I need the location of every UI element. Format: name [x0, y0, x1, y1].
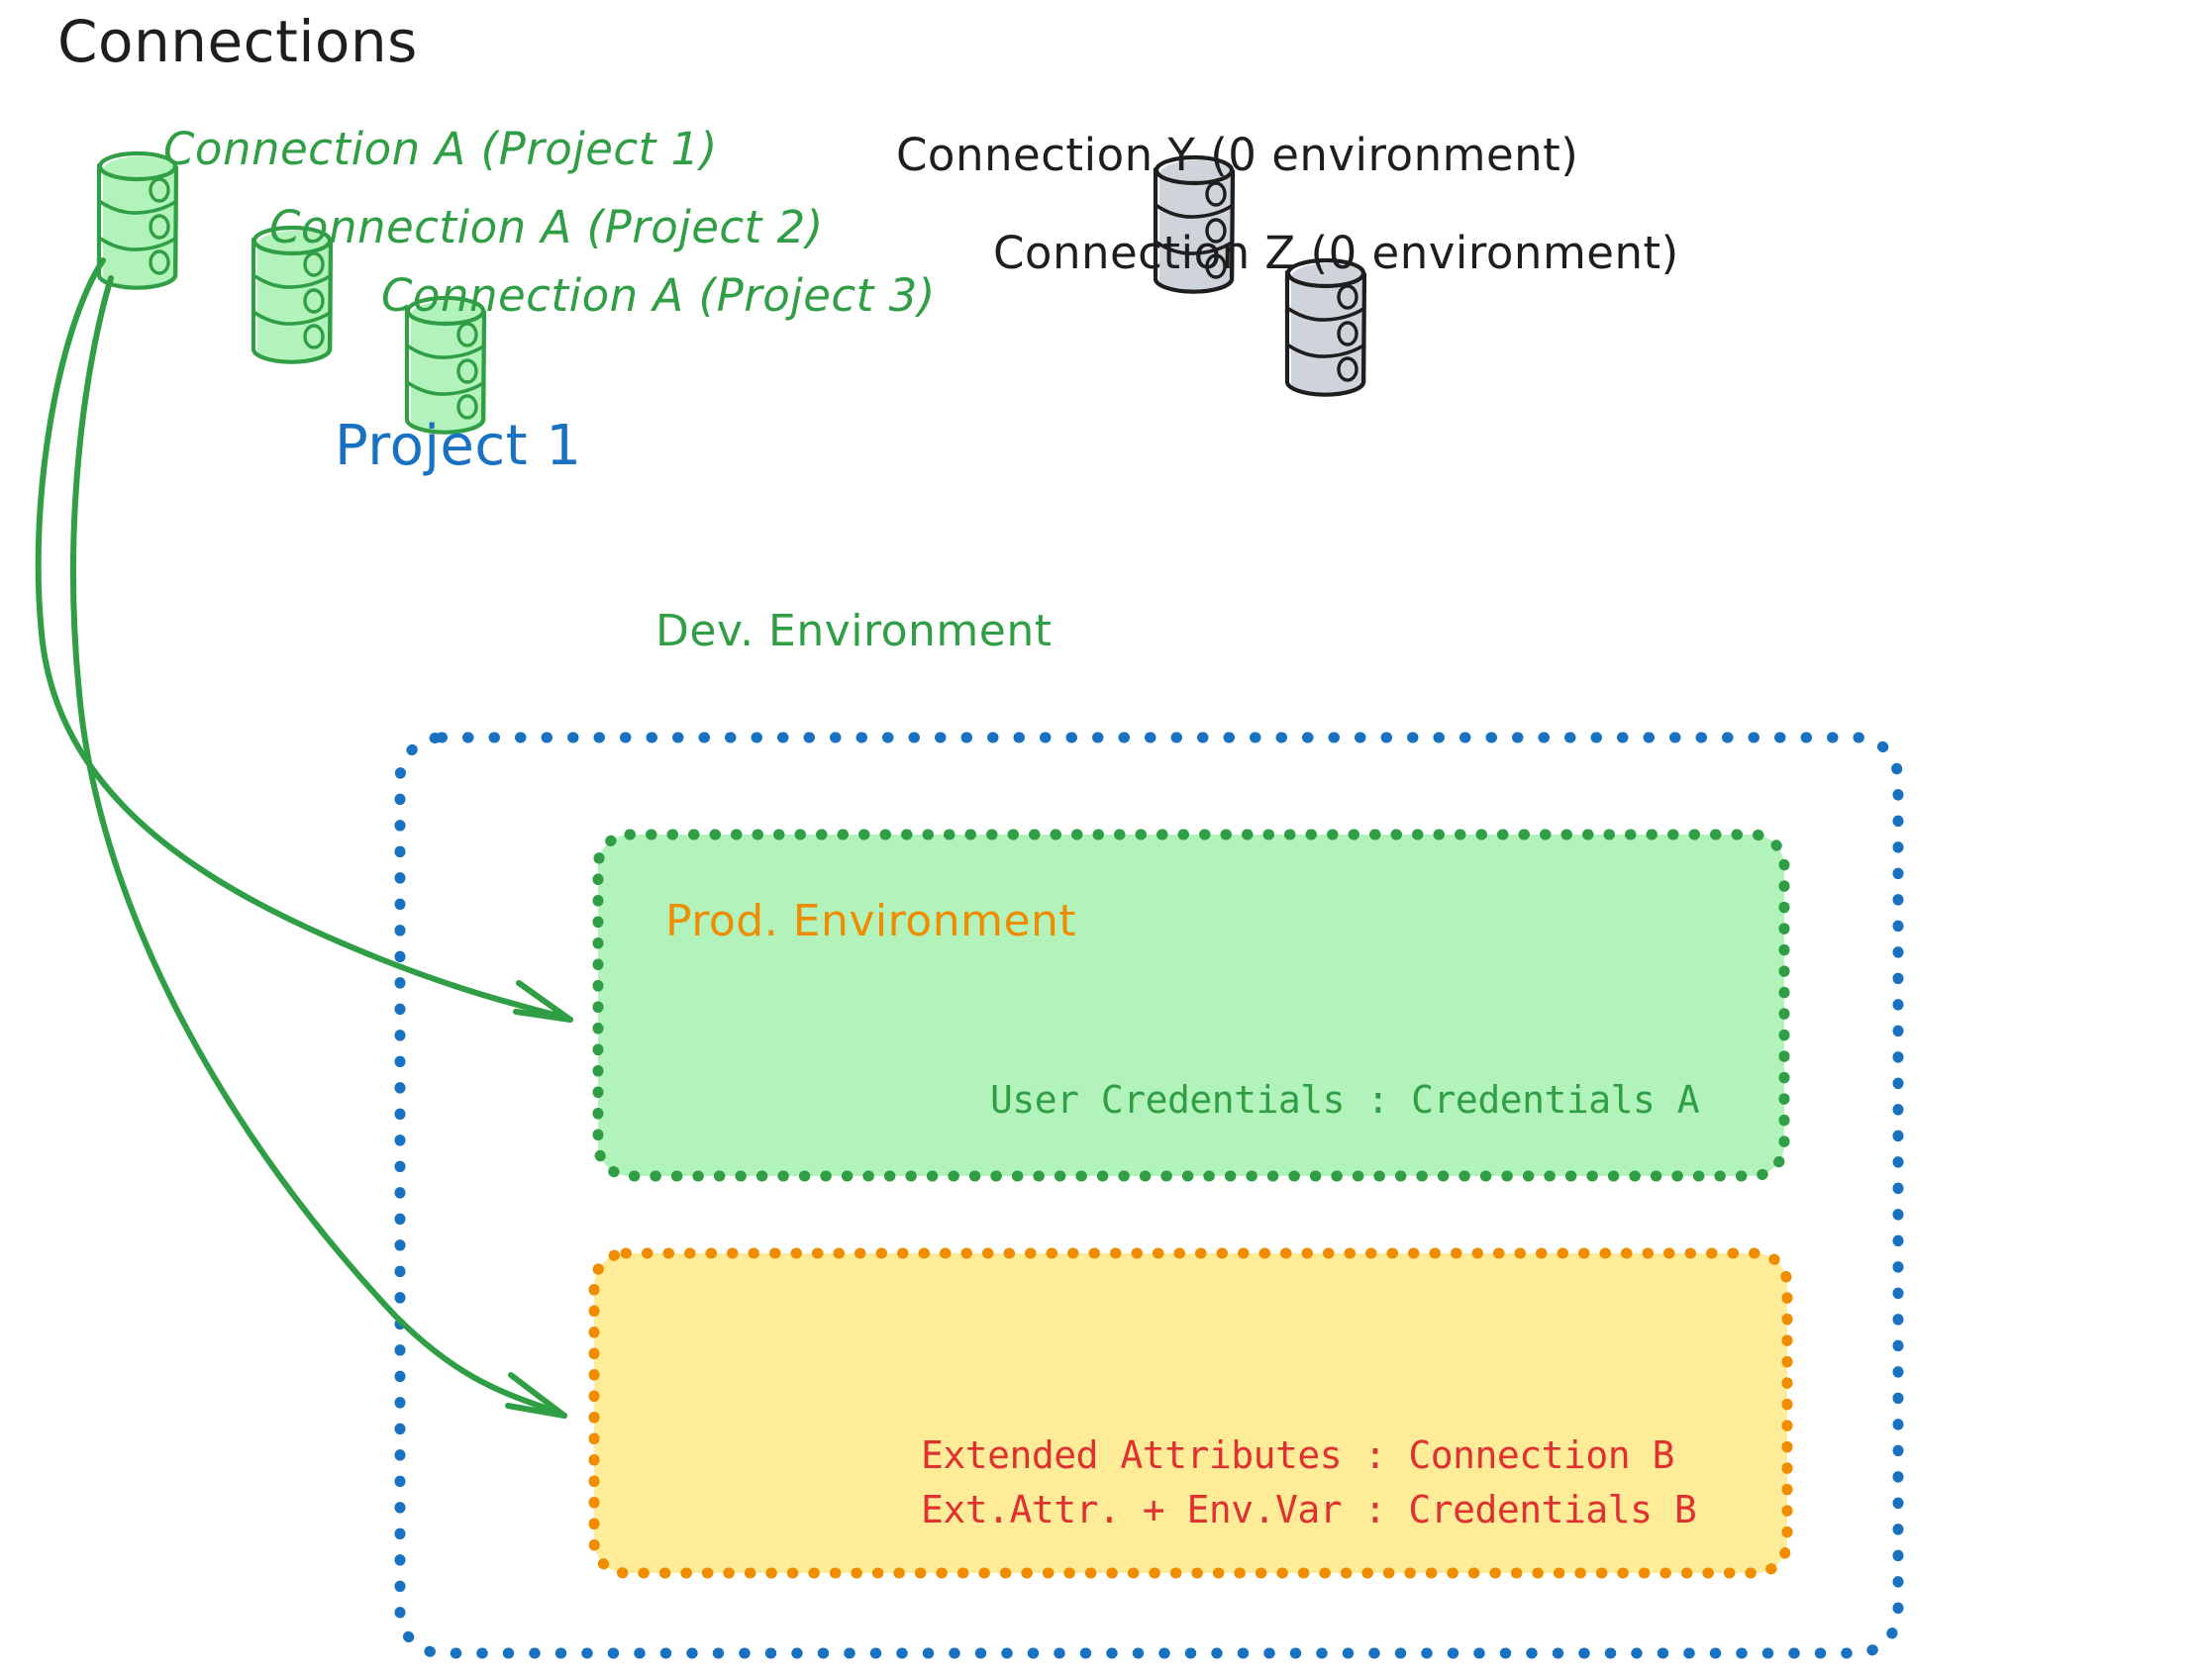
database-cylinder-icon-conn-a-2[interactable]	[251, 225, 334, 364]
connection-label-z[interactable]: Connection Z (0 environment)	[993, 227, 1679, 279]
prod-environment-row-ext-attr-env-var: Ext.Attr. + Env.Var : Credentials B	[921, 1488, 1697, 1531]
project-title: Project 1	[335, 414, 582, 478]
arrow-conn-a-to-prod-environment	[70, 275, 567, 1419]
connection-label-y[interactable]: Connection Y (0 environment)	[896, 129, 1579, 181]
connection-label-a-project-1[interactable]: Connection A (Project 1)	[163, 123, 718, 175]
prod-environment-row-extended-attributes: Extended Attributes : Connection B	[921, 1433, 1674, 1477]
dev-environment-box[interactable]	[592, 829, 1790, 1182]
database-cylinder-icon-conn-a-3[interactable]	[404, 295, 487, 435]
connection-label-a-project-2[interactable]: Connection A (Project 2)	[269, 201, 824, 253]
prod-environment-box[interactable]	[588, 1247, 1793, 1579]
database-cylinder-icon-conn-z[interactable]	[1284, 257, 1367, 397]
project-container-border	[394, 732, 1904, 1659]
database-cylinder-icon-conn-y[interactable]	[1153, 154, 1236, 294]
connection-label-a-project-3[interactable]: Connection A (Project 3)	[381, 269, 936, 322]
page-title: Connections	[57, 8, 418, 75]
arrow-conn-a-to-dev-environment	[35, 257, 573, 1023]
prod-environment-title: Prod. Environment	[665, 896, 1077, 946]
dev-environment-title: Dev. Environment	[655, 606, 1053, 656]
dev-environment-row-user-credentials: User Credentials : Credentials A	[990, 1078, 1700, 1122]
database-cylinder-icon-conn-a-1[interactable]	[96, 150, 179, 290]
